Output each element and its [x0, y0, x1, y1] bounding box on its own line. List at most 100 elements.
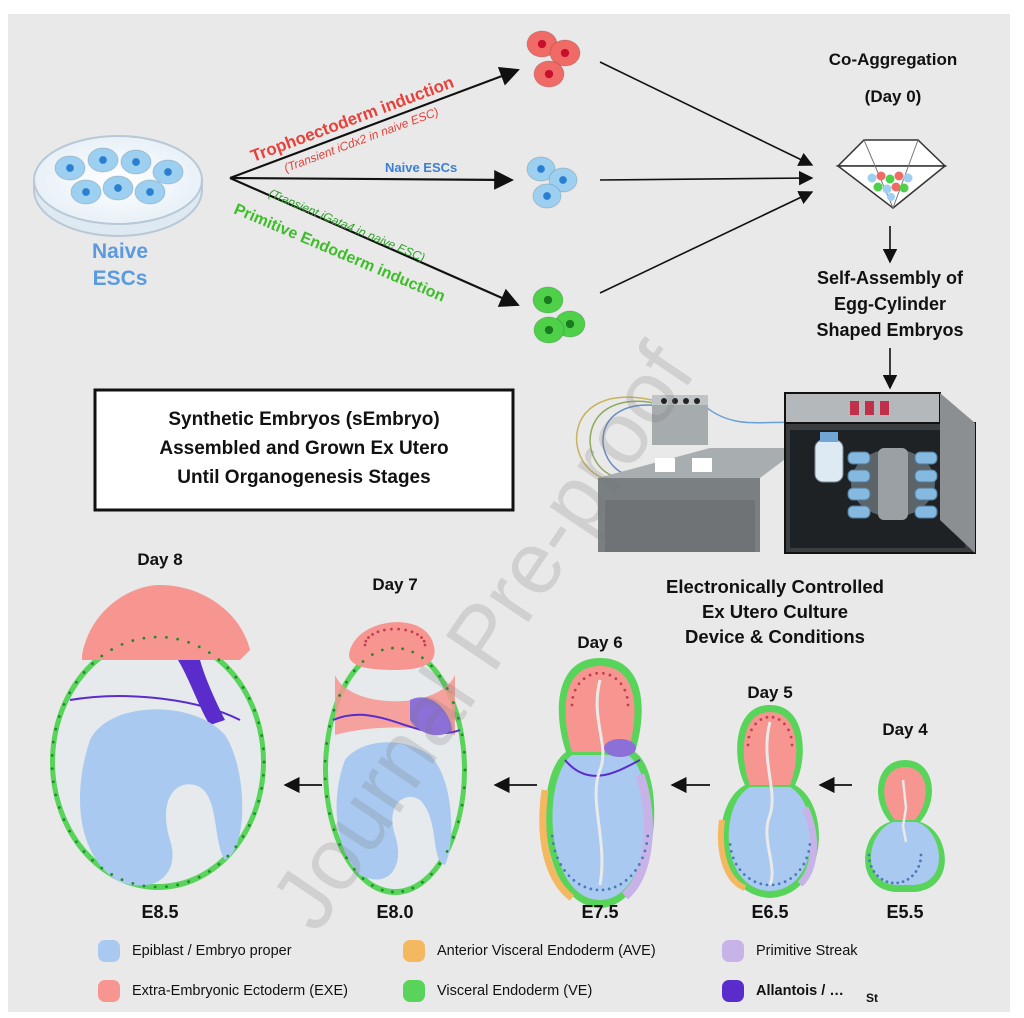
te-cell: [549, 39, 581, 67]
cell-dot: [50, 753, 54, 757]
dish-cell: [120, 149, 152, 175]
dish-cell: [70, 179, 102, 205]
day-label-8: Day 8: [137, 550, 183, 569]
cell-dot: [197, 645, 201, 649]
cell-dot: [462, 750, 466, 754]
cell-dot: [57, 715, 61, 718]
legend-label-allantois: Allantois / …: [756, 983, 844, 999]
cell-dot: [789, 735, 793, 739]
cell-dot: [456, 820, 460, 824]
cell-dot: [896, 881, 900, 885]
day-label-6: Day 6: [577, 633, 623, 652]
coaggregation-title: Co-Aggregation: [828, 50, 958, 69]
cell-dot: [643, 849, 647, 853]
legend-swatch-ve: [403, 980, 425, 1002]
cell-dot: [595, 671, 599, 675]
embryo-e5-5: [865, 760, 945, 892]
cell-dot: [759, 718, 763, 721]
cell-dot: [869, 864, 873, 868]
cell-dot: [416, 632, 419, 636]
cell-dot: [438, 674, 442, 678]
cell-dot: [624, 878, 628, 882]
cell-dot: [901, 880, 905, 884]
cell-dot: [411, 886, 415, 890]
cell-dot: [197, 875, 201, 879]
pe-cell: [532, 286, 564, 314]
cell-dot: [261, 747, 265, 751]
cell-dot: [787, 728, 790, 732]
cell-dot: [553, 849, 557, 853]
culture-device: [575, 392, 976, 554]
cell-clusters: [526, 30, 586, 344]
cell-dot: [328, 812, 332, 815]
dish-cells: [54, 147, 184, 205]
box-title-line-1: Synthetic Embryos (sEmbryo): [168, 409, 440, 430]
cell-dot: [120, 878, 124, 881]
cell-dot: [142, 636, 146, 640]
cell-dot: [629, 874, 633, 878]
cell-dot: [74, 840, 78, 844]
stage-label-e6-5: E6.5: [751, 902, 789, 922]
cell-dot: [323, 777, 327, 781]
legend-tail-text: St: [866, 991, 878, 1005]
cell-dot: [634, 869, 637, 872]
cell-dot: [153, 635, 157, 639]
cell-dot: [345, 680, 348, 684]
cell-dot: [54, 793, 58, 797]
cell-dot: [753, 880, 757, 884]
cell-dot: [120, 643, 124, 646]
cell-dot: [370, 884, 374, 887]
cell-dot: [361, 660, 365, 663]
cell-dot: [397, 627, 401, 631]
cell-dot: [328, 725, 332, 728]
box-title-line-3: Until Organogenesis Stages: [177, 467, 431, 488]
cell-dot: [247, 824, 251, 827]
cell-dot: [777, 718, 781, 721]
cell-dot: [619, 682, 623, 686]
dish-cell: [152, 159, 184, 185]
cell-dot: [260, 734, 264, 737]
cell-dot: [783, 722, 786, 726]
cell-dot: [734, 862, 738, 866]
cell-dot: [370, 653, 374, 656]
cell-dot: [420, 656, 424, 660]
cell-dot: [747, 735, 751, 739]
cell-dot: [777, 882, 781, 886]
legend-swatch-exe: [98, 980, 120, 1002]
cell-dot: [57, 806, 61, 809]
microwell: [835, 139, 948, 209]
cell-dot: [82, 671, 86, 674]
cell-dot: [380, 888, 384, 892]
cell-dot: [361, 877, 365, 880]
cell-dot: [771, 715, 775, 719]
cell-dot: [738, 868, 742, 872]
te-cell: [533, 60, 565, 88]
cell-dot: [234, 675, 238, 679]
cell-dot: [391, 646, 394, 650]
cell-dot: [917, 864, 921, 868]
legend-label-ve: Visceral Endoderm (VE): [437, 983, 593, 999]
cell-dot: [637, 863, 641, 866]
cell-dot: [176, 883, 180, 887]
cell-dot: [62, 702, 66, 706]
cell-dot: [420, 636, 423, 639]
cell-dot: [582, 677, 586, 681]
cell-dot: [462, 786, 466, 790]
cell-dot: [142, 884, 146, 888]
cell-dot: [571, 695, 575, 699]
cell-dot: [573, 688, 577, 692]
coaggregation-day: (Day 0): [864, 87, 922, 106]
cell-dot: [747, 877, 751, 880]
cell-dot: [641, 856, 644, 860]
cell-dot: [728, 843, 732, 846]
cell-dot: [595, 888, 599, 892]
embryo-e8-0: [323, 622, 467, 895]
cell-dot: [906, 877, 910, 881]
cell-dot: [601, 888, 605, 892]
naive-cell: [548, 167, 578, 193]
cell-dot: [551, 842, 555, 845]
cell-dot: [759, 882, 763, 886]
cell-dot: [577, 682, 581, 686]
cell-dot: [262, 760, 266, 764]
dish-cell: [102, 175, 134, 201]
